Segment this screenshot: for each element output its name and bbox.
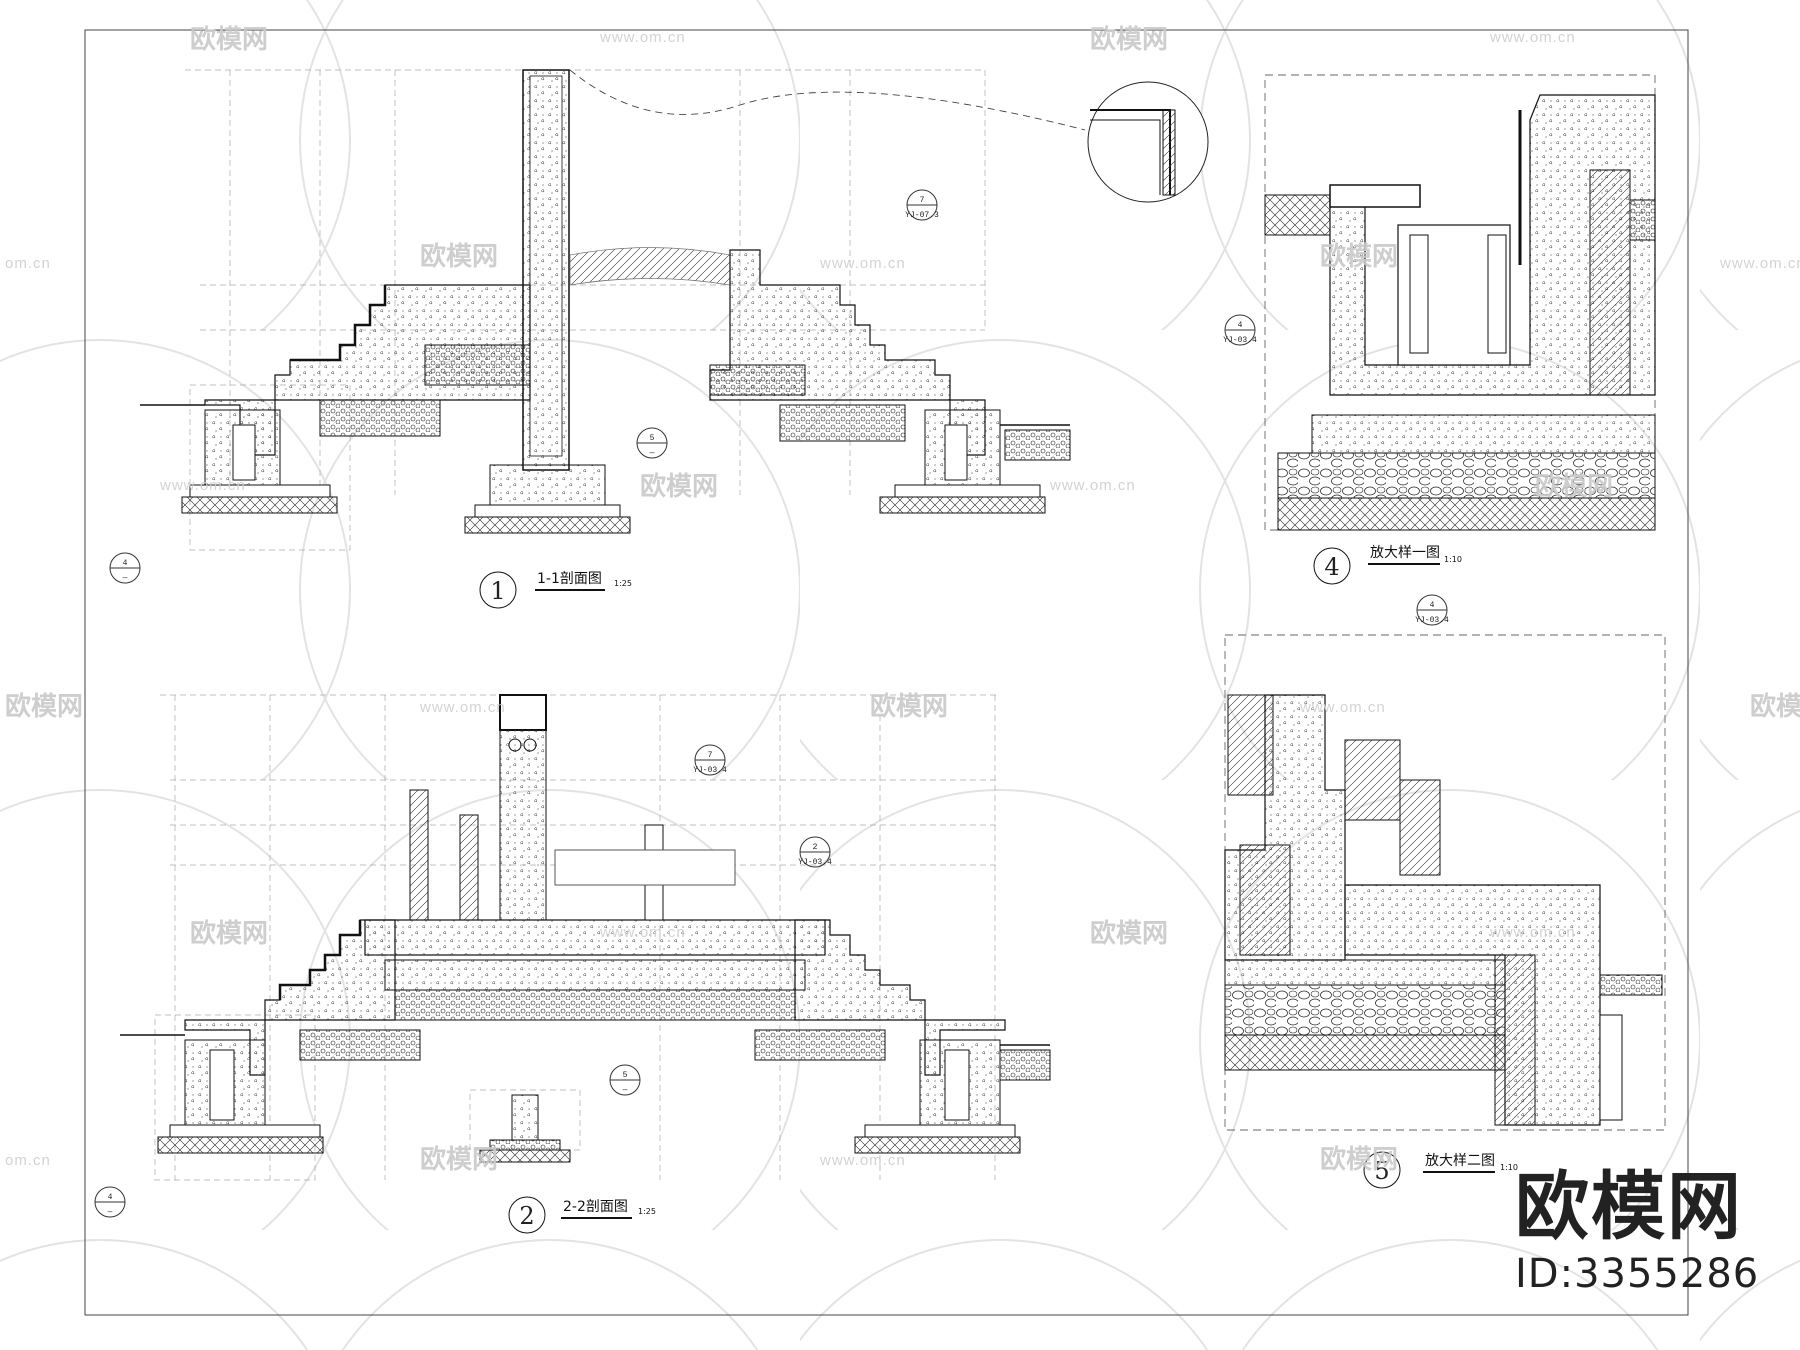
grid-lines — [185, 69, 986, 551]
watermark-url: om.cn — [5, 1152, 51, 1169]
sheet-border — [84, 29, 1689, 1316]
brand-block: 欧模网 ID:3355286 — [1515, 1165, 1795, 1299]
svg-text:—: — — [122, 574, 128, 583]
watermark-logo: 欧模网 — [190, 918, 268, 949]
watermark-url: www.om.cn — [1049, 477, 1136, 494]
watermark-url: www.om.cn — [1489, 29, 1576, 46]
watermark-logo: 欧模网 — [5, 691, 83, 722]
watermark-logo: 欧模网 — [420, 241, 498, 272]
drawing-title: 放大样二图 — [1425, 1153, 1495, 1169]
drawing-1-section — [140, 69, 1209, 551]
svg-text:7: 7 — [708, 751, 713, 760]
watermark-url: www.om.cn — [1489, 924, 1576, 941]
svg-text:5: 5 — [623, 1071, 628, 1080]
brand-logo: 欧模网 — [1515, 1164, 1743, 1250]
watermark-logo: 欧模网 — [1535, 471, 1613, 502]
svg-text:—: — — [622, 1086, 628, 1095]
watermark-logo: 欧模网 — [1090, 918, 1168, 949]
svg-text:YJ-03.4: YJ-03.4 — [798, 858, 832, 867]
drawing-scale: 1:10 — [1444, 555, 1462, 564]
svg-text:4: 4 — [108, 1193, 113, 1202]
svg-text:YJ-03.4: YJ-03.4 — [693, 766, 727, 775]
right-steps — [709, 249, 986, 456]
svg-text:4: 4 — [1238, 321, 1243, 330]
svg-text:4: 4 — [1430, 601, 1435, 610]
svg-text:5: 5 — [650, 434, 655, 443]
ref-tag: 7 YJ-07.3 — [905, 189, 939, 221]
svg-text:2: 2 — [813, 843, 818, 852]
brand-id: ID:3355286 — [1515, 1251, 1760, 1297]
watermark-url: www.om.cn — [599, 29, 686, 46]
reference-tags: 7 YJ-07.3 4 YJ-03.4 4 YJ-03.4 5 — 4 — 7 … — [94, 189, 1449, 1218]
ref-tag: 4 — — [94, 1186, 126, 1218]
watermark-logo: 欧模网 — [190, 24, 268, 55]
ref-tag: 7 YJ-03.4 — [693, 744, 727, 776]
watermark-url: www.om.cn — [819, 255, 906, 272]
watermark-logo: 欧模网 — [1320, 241, 1398, 272]
ref-tag: 4 YJ-03.4 — [1223, 314, 1257, 346]
watermark-logo: 欧模网 — [1320, 1144, 1398, 1175]
watermark-url: om.cn — [5, 255, 51, 272]
drawing-scale: 1:10 — [1500, 1163, 1518, 1172]
ref-tag: 5 — — [636, 427, 668, 459]
svg-text:7: 7 — [920, 196, 925, 205]
drawing-number: 2 — [519, 1202, 534, 1230]
drawing-title: 1-1剖面图 — [537, 571, 602, 587]
drawing-number: 4 — [1324, 553, 1339, 581]
watermark-logo: 欧模网 — [420, 1144, 498, 1175]
watermark-url: www.om.cn — [1299, 699, 1386, 716]
drawing-scale: 1:25 — [614, 579, 632, 588]
drawing-scale: 1:25 — [638, 1207, 656, 1216]
watermark-url: www.om.cn — [819, 1152, 906, 1169]
drawing-title: 放大样一图 — [1370, 545, 1440, 561]
drawing-2-section — [120, 694, 1051, 1181]
ref-tag: 4 — — [109, 552, 141, 584]
drawing-title: 2-2剖面图 — [563, 1199, 628, 1215]
tall-wall — [522, 69, 570, 471]
svg-text:4: 4 — [123, 559, 128, 568]
svg-text:YJ-03.4: YJ-03.4 — [1223, 336, 1257, 345]
watermark-url: www.om.cn — [419, 699, 506, 716]
ref-tag: 5 — — [609, 1064, 641, 1096]
watermark-logo: 欧模网 — [640, 471, 718, 502]
watermark-logo: 欧模网 — [870, 691, 948, 722]
drawing-4-detail — [1264, 74, 1656, 531]
drawing-number: 1 — [490, 577, 505, 605]
drawing-title-5: 5 放大样二图 1:10 — [1363, 1151, 1518, 1189]
watermark-logo: 欧模网 — [1090, 24, 1168, 55]
ref-tag: 4 YJ-03.4 — [1415, 594, 1449, 626]
watermark-url: www.om.cn — [599, 924, 686, 941]
drawing-5-detail — [1224, 634, 1666, 1131]
drawing-number-circle — [479, 571, 517, 609]
detail-callout-circle — [1087, 81, 1209, 203]
drawing-title-2: 2 2-2剖面图 1:25 — [508, 1196, 656, 1234]
watermark-url: www.om.cn — [1719, 255, 1800, 272]
watermark-url: www.om.cn — [159, 477, 246, 494]
ref-tag: 2 YJ-03.4 — [798, 836, 832, 868]
drawing-title-1: 1 1-1剖面图 1:25 — [479, 571, 632, 609]
svg-text:—: — — [107, 1208, 113, 1217]
svg-text:YJ-03.4: YJ-03.4 — [1415, 616, 1449, 625]
watermark-logo: 欧模网 — [1750, 691, 1800, 722]
watermarks: 欧模网 www.om.cn 欧模网 www.om.cn om.cn 欧模网 ww… — [5, 24, 1800, 1175]
svg-text:—: — — [649, 449, 655, 458]
drawing-title-4: 4 放大样一图 1:10 — [1313, 545, 1462, 585]
svg-text:YJ-07.3: YJ-07.3 — [905, 211, 939, 220]
drawing-number: 5 — [1374, 1157, 1389, 1185]
